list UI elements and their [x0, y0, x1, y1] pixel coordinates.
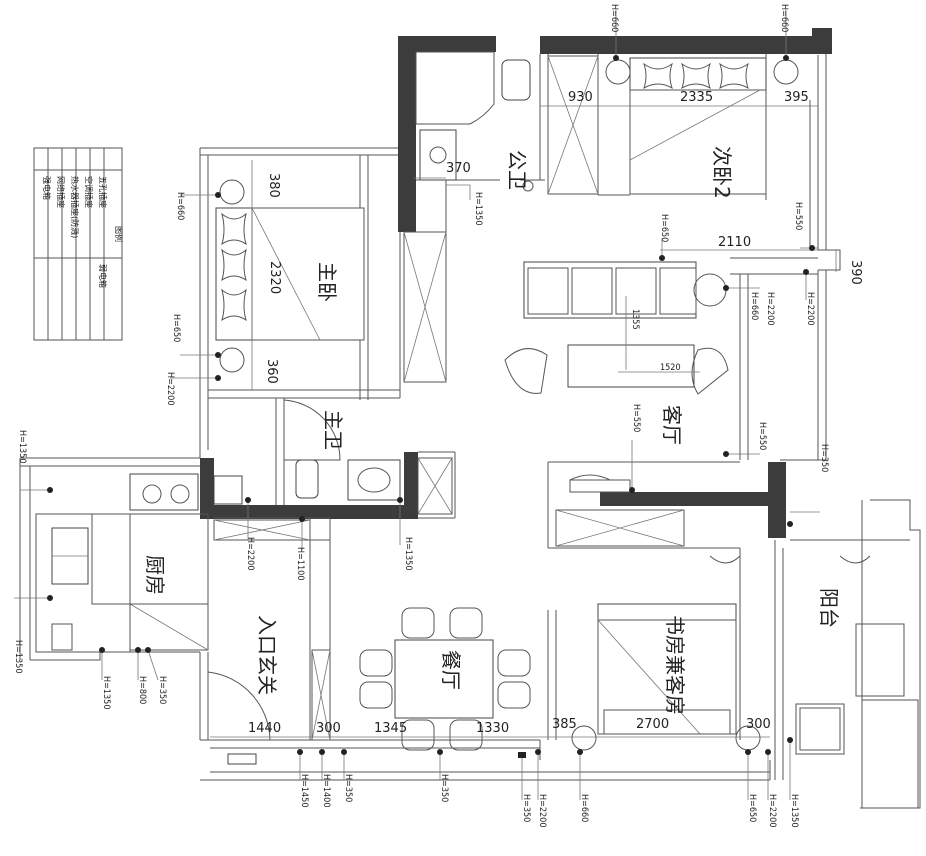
legend-item-2: 空调插座	[84, 176, 94, 208]
dim-1355: 1355	[630, 309, 640, 330]
h-living-mid-550: H=550	[631, 404, 641, 432]
h-master-650: H=650	[171, 314, 181, 342]
room-entrance: 入口玄关	[255, 615, 279, 695]
h-kitchen-350: H=350	[157, 676, 167, 704]
balcony-fixtures	[795, 623, 919, 809]
room-master-bath: 主卫	[321, 410, 345, 450]
dim-1520: 1520	[660, 363, 681, 373]
legend-item-6: 弱电箱	[98, 264, 108, 288]
h-master-660a: H=660	[175, 192, 185, 220]
structural-walls	[200, 28, 832, 538]
dim-300a: 300	[316, 721, 341, 736]
h-bottom-660: H=660	[579, 794, 589, 822]
living-furniture	[504, 261, 729, 493]
dim-1345: 1345	[374, 721, 407, 736]
h-bottom-1400: H=1400	[321, 774, 331, 807]
h-masterbath-1100: H=1100	[295, 547, 305, 580]
h-kitchen-1350: H=1350	[13, 640, 23, 673]
study-bed	[571, 555, 871, 751]
h-master-2200: H=2200	[165, 372, 175, 405]
h-kitchen-800: H=800	[137, 676, 147, 704]
dim-360: 360	[264, 359, 279, 384]
room-dining: 餐厅	[439, 650, 463, 690]
dimension-texts: 930 2335 395 370 380 2320 360 2110 390 1…	[248, 90, 863, 736]
legend-title: 图例	[114, 226, 124, 242]
dim-1330: 1330	[476, 721, 509, 736]
h-bottom-350: H=350	[343, 774, 353, 802]
room-labels: 公卫 次卧2 主卧 主卫 客厅 厨房 入口玄关 餐厅 阳台 书房兼客房	[143, 146, 841, 715]
dim-395: 395	[784, 90, 809, 105]
dim-2335: 2335	[680, 90, 713, 105]
h-top-660a: H=660	[609, 4, 619, 32]
h-living-right-350: H=350	[819, 444, 829, 472]
dim-390: 390	[848, 260, 863, 285]
h-living-right-550: H=550	[757, 422, 767, 450]
h-living-2200: H=2200	[765, 292, 775, 325]
dim-370: 370	[446, 161, 471, 176]
legend-item-3: 热水器插座(防溅)	[70, 176, 80, 238]
h-masterbath-2200: H=2200	[245, 537, 255, 570]
h-kitchen-1350b: H=1350	[101, 676, 111, 709]
public-bath-fixtures	[415, 51, 534, 192]
legend-table: 图例 五孔插座 空调插座 热水器插座(防溅) 网络插座 强电箱 弱电箱	[33, 147, 124, 341]
room-balcony: 阳台	[817, 588, 841, 628]
legend-item-1: 五孔插座	[98, 176, 108, 208]
outer-walls	[19, 48, 921, 809]
storage-cabinets	[129, 55, 685, 741]
dim-2110: 2110	[718, 235, 751, 250]
dimension-lines	[210, 105, 837, 738]
h-left-1350: H=1350	[17, 430, 27, 463]
h-top-660b: H=660	[779, 4, 789, 32]
dim-2320: 2320	[267, 261, 282, 294]
room-study: 书房兼客房	[663, 615, 687, 715]
h-living-550: H=550	[793, 202, 803, 230]
h-living-650: H=650	[659, 214, 669, 242]
legend-item-5: 强电箱	[42, 176, 52, 200]
h-bottom-1450: H=1450	[299, 774, 309, 807]
room-kitchen: 厨房	[143, 555, 167, 595]
kitchen-fixtures	[35, 473, 209, 653]
h-bottom-350c: H=350	[521, 794, 531, 822]
dim-300b: 300	[746, 717, 771, 732]
entrance-door	[207, 671, 271, 765]
master-bed	[215, 179, 365, 373]
h-bottom-2200: H=2200	[537, 794, 547, 827]
second-bed	[605, 57, 799, 195]
dim-385: 385	[552, 717, 577, 732]
room-second-bedroom: 次卧2	[710, 146, 734, 199]
outlet-leaders	[14, 10, 820, 800]
h-living-2200b: H=2200	[805, 292, 815, 325]
outlet-height-labels: H=660 H=660 H=1350 H=660 H=650 H=2200 H=…	[13, 4, 829, 827]
h-bottom-1350: H=1350	[789, 794, 799, 827]
dim-2700: 2700	[636, 717, 669, 732]
h-masterbath-1350: H=1350	[403, 537, 413, 570]
h-living-660: H=660	[749, 292, 759, 320]
h-bottom-350b: H=350	[439, 774, 449, 802]
dim-1440: 1440	[248, 721, 281, 736]
h-bottom-650: H=650	[747, 794, 757, 822]
dim-930: 930	[568, 90, 593, 105]
room-living: 客厅	[660, 405, 684, 445]
dining-set	[359, 607, 531, 751]
h-bottom-2200b: H=2200	[767, 794, 777, 827]
room-master-bedroom: 主卧	[315, 262, 339, 302]
h-bath-1350: H=1350	[473, 192, 483, 225]
dim-380: 380	[266, 173, 281, 198]
master-bath-fixtures	[213, 399, 401, 505]
partitions	[208, 54, 818, 740]
room-public-bath: 公卫	[505, 150, 529, 190]
legend-item-4: 网络插座	[56, 176, 66, 208]
